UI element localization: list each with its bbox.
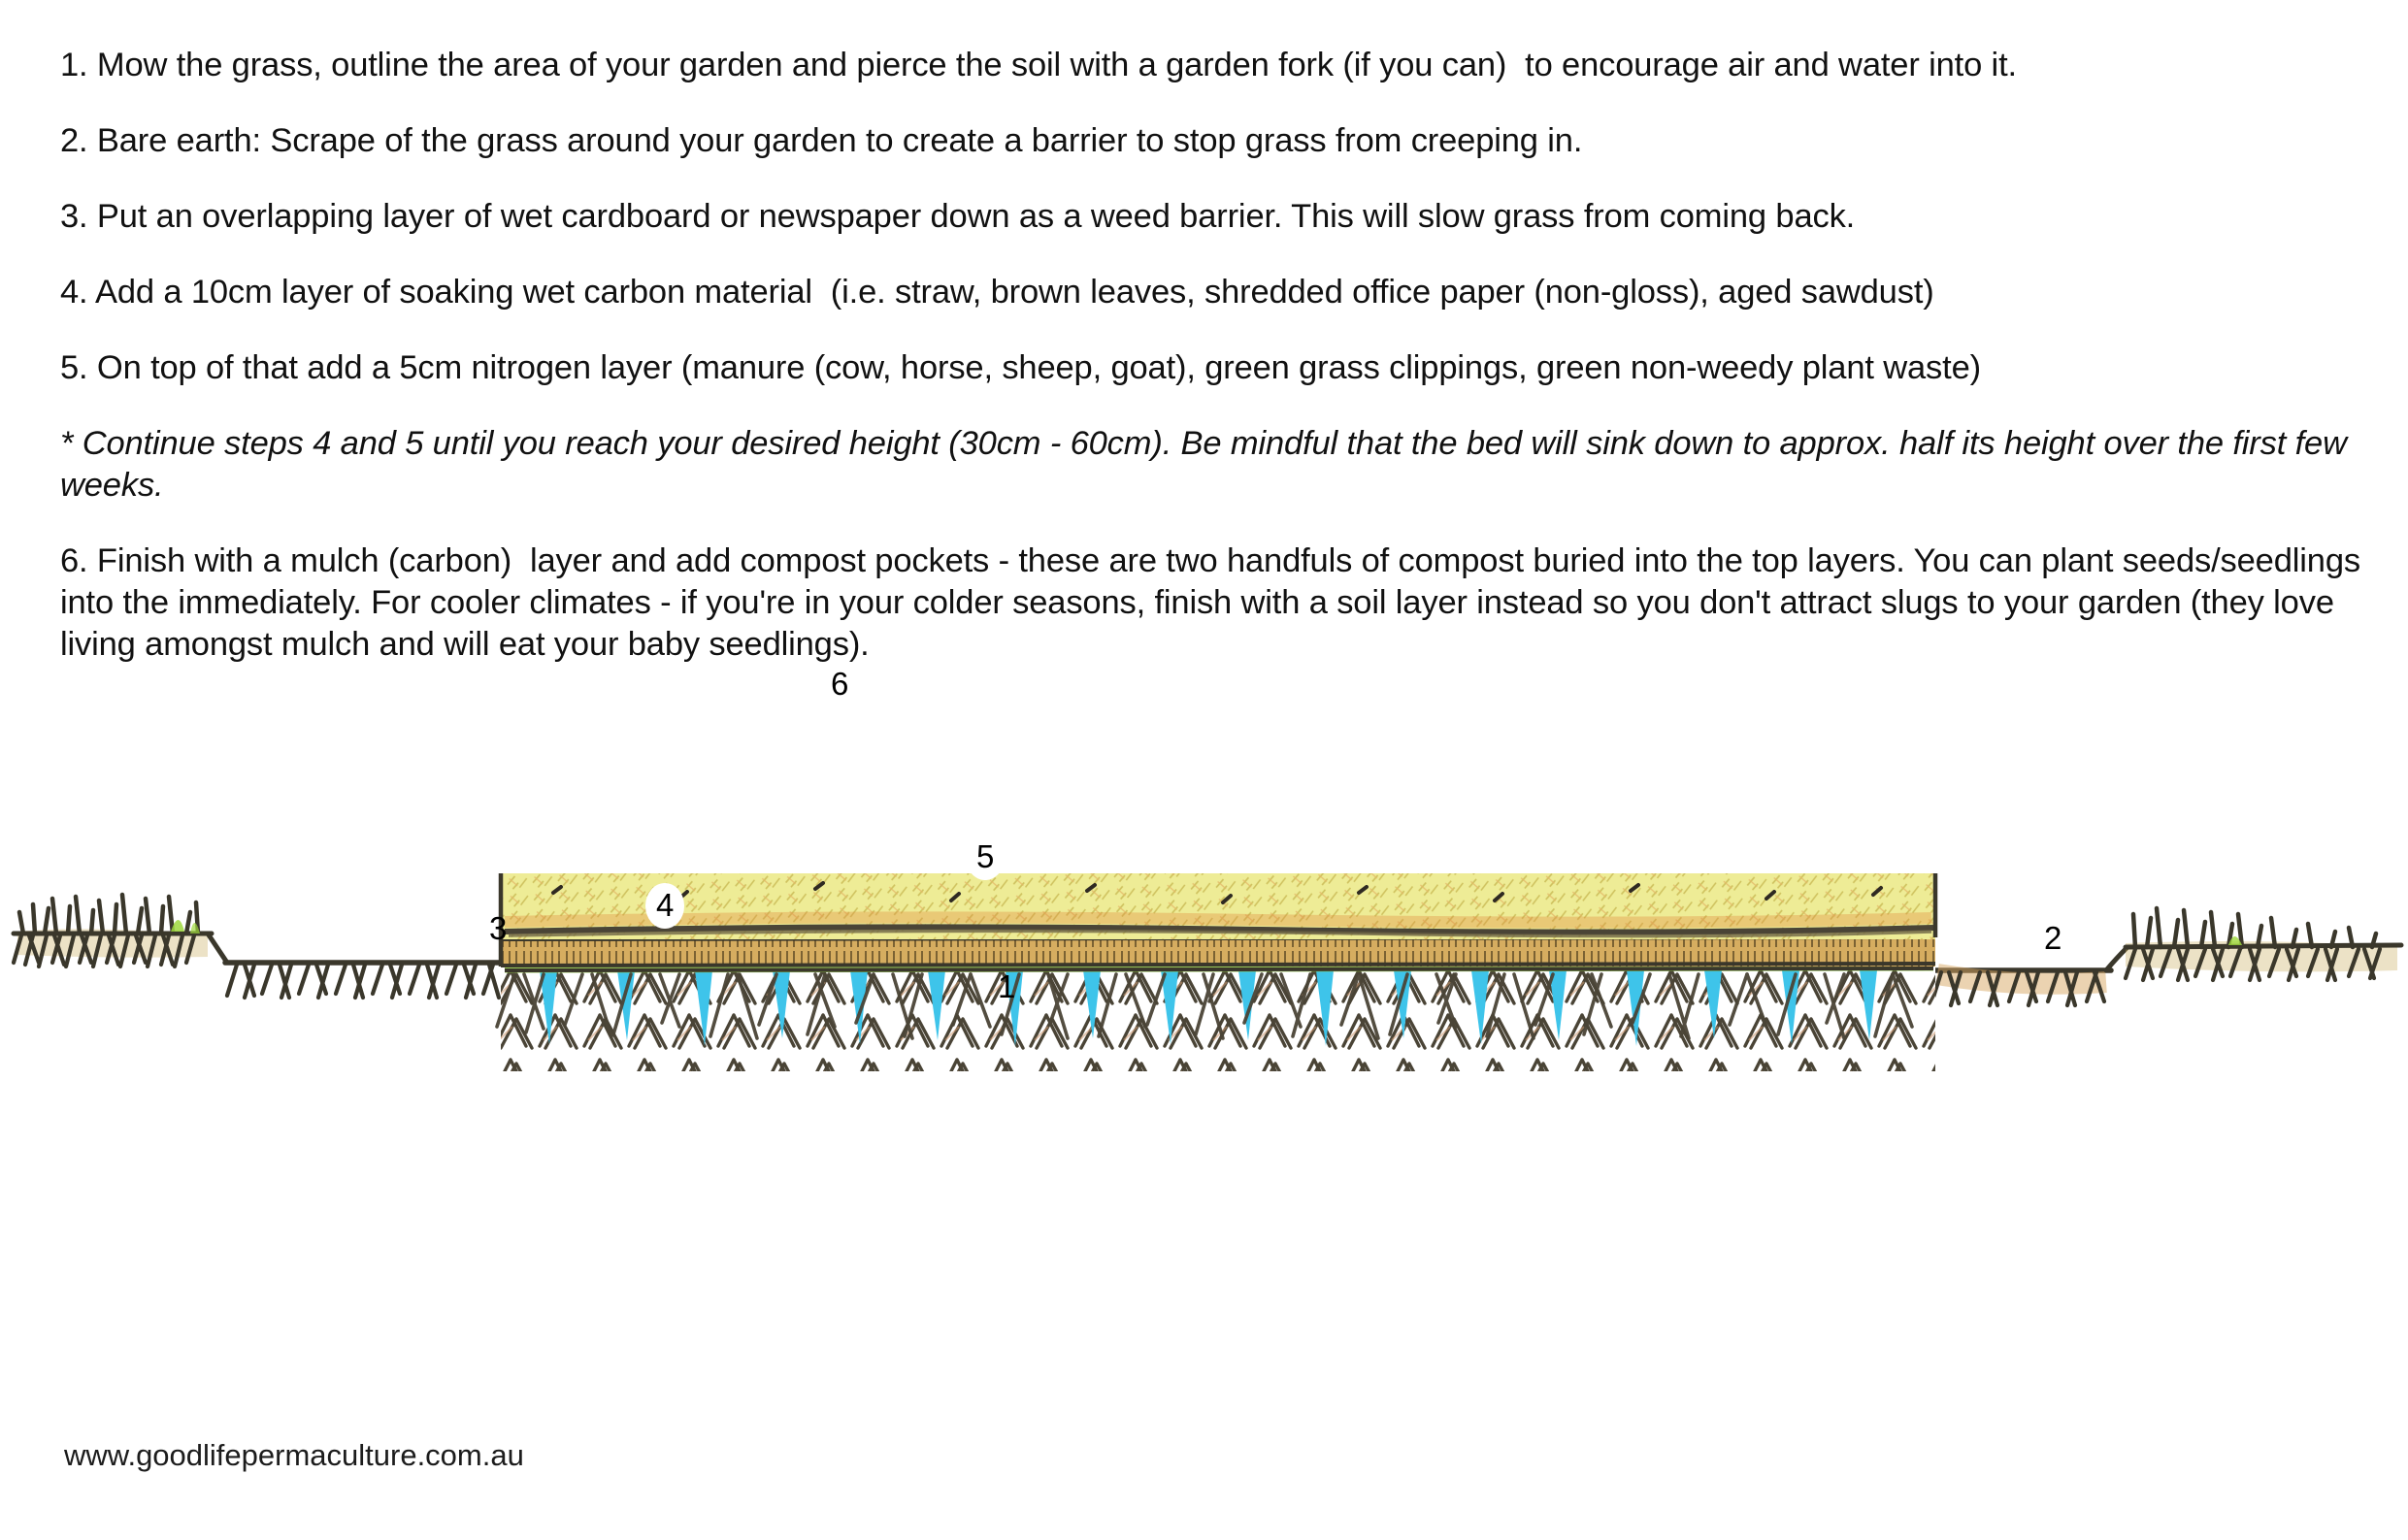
bare-earth-left bbox=[222, 960, 508, 1000]
instruction-step-1: 1. Mow the grass, outline the area of yo… bbox=[60, 47, 2017, 83]
diagram-callout-4: 4 bbox=[645, 883, 685, 929]
instruction-step-6: 6. Finish with a mulch (carbon) layer an… bbox=[60, 542, 2370, 663]
site-url[interactable]: www.goodlifepermaculture.com.au bbox=[64, 1438, 524, 1472]
grass-left bbox=[11, 892, 214, 969]
instruction-note-continue: * Continue steps 4 and 5 until you reach… bbox=[60, 425, 2357, 504]
instruction-step-4: 4. Add a 10cm layer of soaking wet carbo… bbox=[60, 274, 1934, 311]
grass-right bbox=[2123, 905, 2404, 983]
instructions-list: 1. Mow the grass, outline the area of yo… bbox=[60, 45, 2370, 700]
cardboard-weed-barrier-layer bbox=[498, 935, 1936, 967]
instruction-step-5: 5. On top of that add a 5cm nitrogen lay… bbox=[60, 349, 1981, 386]
layer-stack bbox=[498, 873, 1938, 939]
bare-earth-right bbox=[1929, 944, 2130, 1008]
forked-soil-under-bed bbox=[495, 962, 1935, 1071]
carbon-layer-bottom bbox=[498, 873, 1938, 939]
diagram-callout-6: 6 bbox=[820, 662, 860, 707]
fork-holes bbox=[540, 970, 1877, 1046]
instruction-step-2: 2. Bare earth: Scrape of the grass aroun… bbox=[60, 122, 1583, 159]
ground-and-grass bbox=[11, 892, 2404, 1008]
garden-bed-cross-section-diagram: 1 2 3 4 5 6 bbox=[0, 662, 2408, 1494]
diagram-callout-3: 3 bbox=[489, 910, 508, 946]
diagram-callout-5: 5 bbox=[966, 835, 1006, 880]
diagram-callout-1: 1 bbox=[998, 968, 1016, 1004]
diagram-callout-2: 2 bbox=[2044, 920, 2062, 956]
diagram-svg bbox=[11, 873, 2404, 1071]
instruction-step-3: 3. Put an overlapping layer of wet cardb… bbox=[60, 198, 1856, 235]
